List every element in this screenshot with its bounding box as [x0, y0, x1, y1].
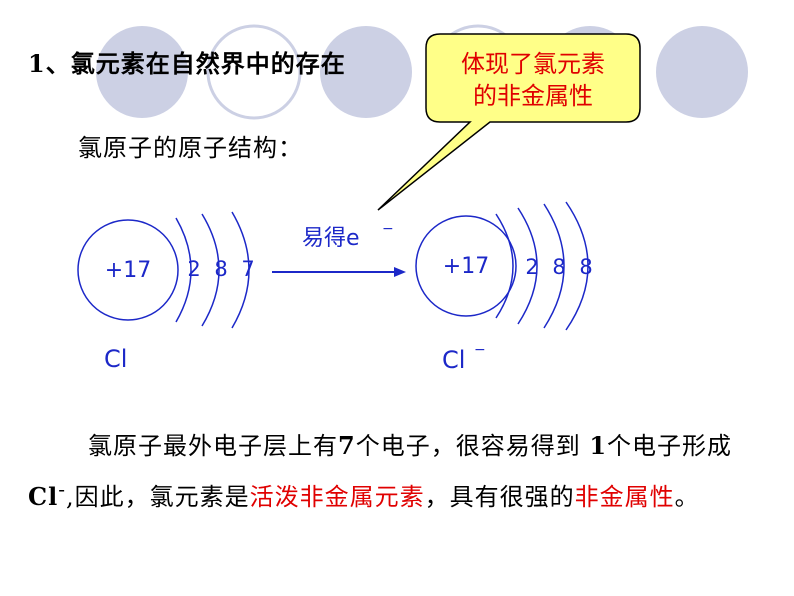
- atom-shell-3: [231, 211, 250, 329]
- ion-nucleus-charge: +17: [443, 254, 489, 279]
- paragraph-text: 个电子形成: [607, 432, 733, 460]
- callout-text: 体现了氯元素 的非金属性: [430, 48, 636, 112]
- ion-symbol: Cl: [442, 346, 465, 374]
- paragraph-text: ，具有很强的: [424, 483, 575, 511]
- atom-shell-1: [175, 217, 192, 323]
- paragraph-text: 个电子，很容易得到: [355, 432, 590, 460]
- decor-circle: [320, 26, 412, 118]
- paragraph-text: 。: [674, 483, 700, 511]
- callout-line-1: 体现了氯元素: [461, 50, 605, 78]
- atom-shell-count: 2: [187, 257, 200, 281]
- ion-shell-count: 2: [525, 255, 538, 279]
- ion-charge: −: [474, 342, 486, 358]
- atom-shell-count: 7: [241, 257, 254, 281]
- decor-circle: [206, 24, 302, 120]
- atom-shell-2: [201, 213, 220, 327]
- paragraph-charge: -: [58, 477, 66, 501]
- paragraph-text: 氯原子最外电子层上有: [88, 432, 338, 460]
- ion-shell-2: [517, 207, 538, 325]
- ion-shell-4: [565, 201, 589, 331]
- atom-symbol: Cl: [104, 345, 127, 373]
- decor-circle: [96, 26, 188, 118]
- subtitle: 氯原子的原子结构：: [78, 134, 303, 162]
- reaction-label: 易得e: [302, 226, 360, 251]
- reaction-charge: −: [382, 221, 394, 237]
- section-title: 1、氯元素在自然界中的存在: [28, 49, 346, 78]
- paragraph-text: ,因此，氯元素是: [65, 483, 250, 511]
- decor-circle: [656, 26, 748, 118]
- paragraph-number: 1: [589, 431, 608, 460]
- paragraph-number: 7: [338, 431, 356, 460]
- arrow-head-icon: [394, 267, 406, 277]
- explanation-paragraph: 氯原子最外电子层上有7个电子，很容易得到 1个电子形成 Cl-,因此，氯元素是活泼…: [28, 424, 768, 519]
- ion-shell-count: 8: [552, 255, 565, 279]
- paragraph-chem-symbol: Cl: [28, 482, 59, 511]
- atom-nucleus-circle: [77, 219, 179, 321]
- atom-shell-count: 8: [214, 257, 227, 281]
- callout-line-2: 的非金属性: [473, 82, 593, 110]
- ion-shell-count: 8: [579, 255, 592, 279]
- highlight-nonmetallic: 非金属性: [574, 483, 675, 511]
- ion-nucleus-circle: [415, 215, 517, 317]
- atom-nucleus-charge: +17: [105, 258, 151, 283]
- ion-shell-1: [495, 213, 514, 319]
- highlight-active-nonmetal: 活泼非金属元素: [249, 483, 425, 511]
- ion-shell-3: [543, 203, 565, 329]
